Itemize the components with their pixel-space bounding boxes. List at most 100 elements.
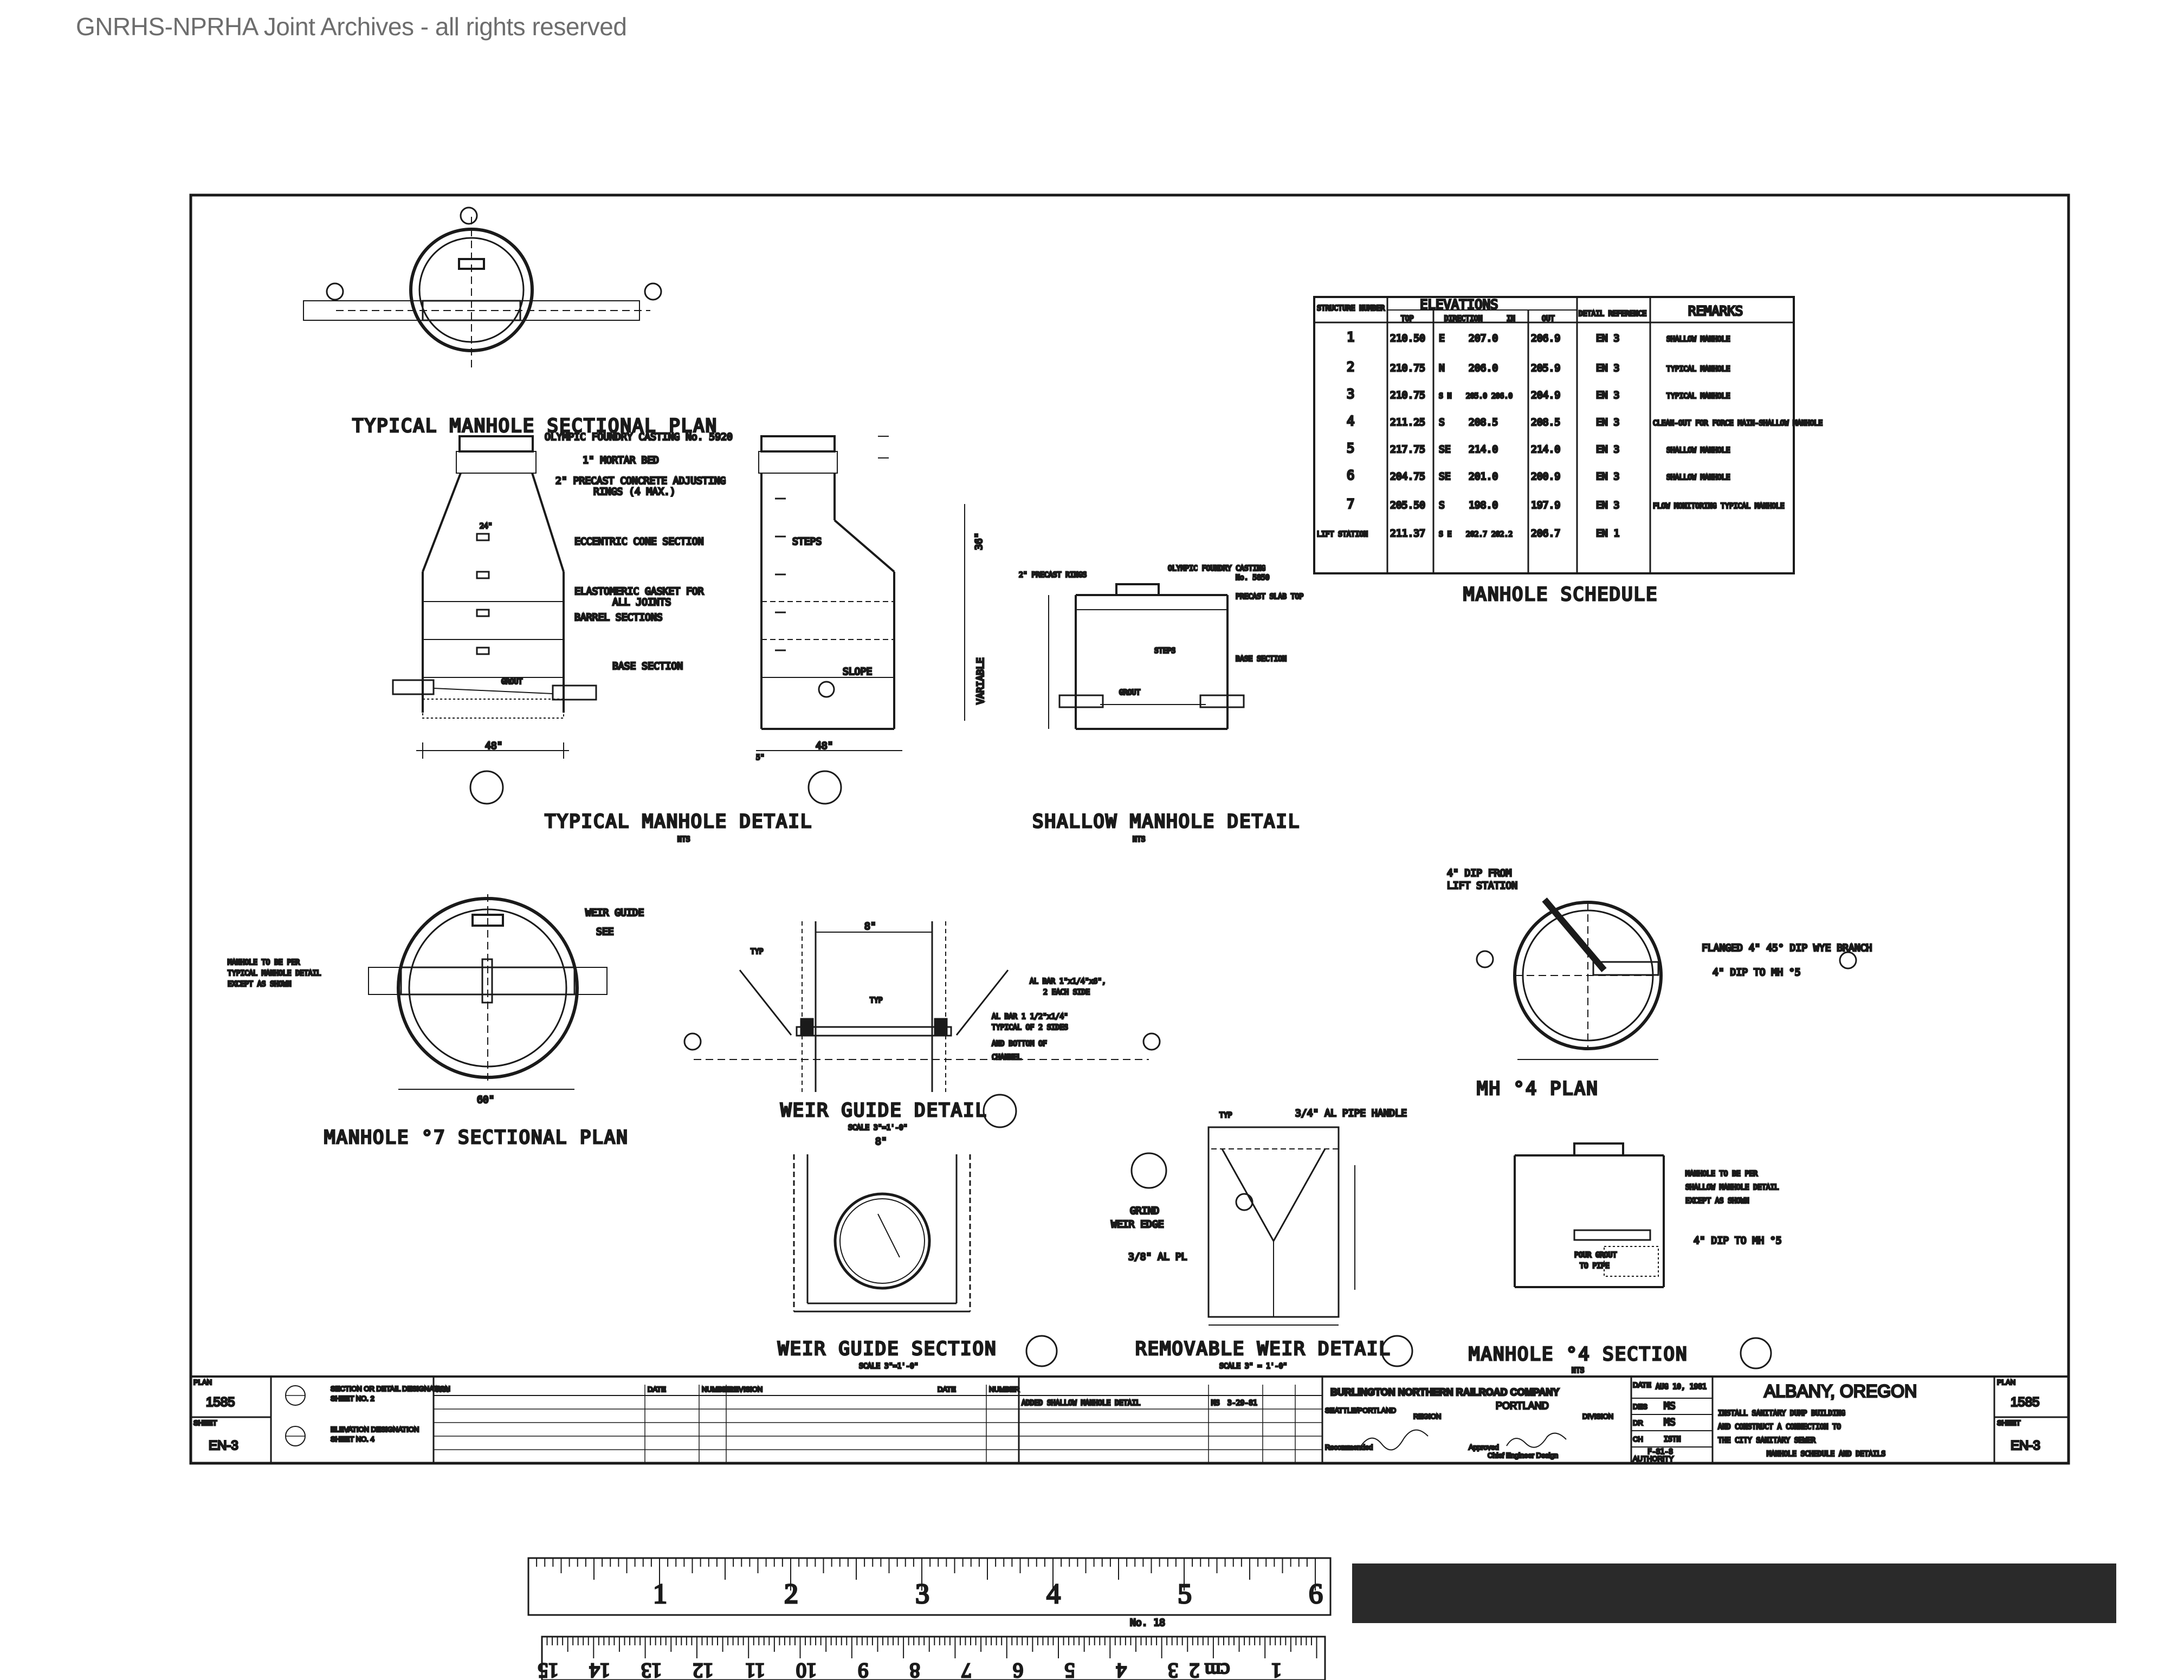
callout-flanged: FLANGED 4" 45° DIP WYE BRANCH xyxy=(1702,942,1872,954)
svg-text:CLEAN-OUT FOR FORCE MAIN-SHALL: CLEAN-OUT FOR FORCE MAIN-SHALLOW MANHOLE xyxy=(1653,419,1823,428)
schedule-col-top: TOP xyxy=(1401,315,1414,323)
des-label: DES xyxy=(1633,1403,1647,1411)
svg-text:S N: S N xyxy=(1439,392,1451,400)
mh4-plan-view xyxy=(1476,897,1857,1060)
svg-text:210.75: 210.75 xyxy=(1390,363,1425,374)
svg-text:217.75: 217.75 xyxy=(1390,444,1425,455)
mh4-plan-title: MH °4 PLAN xyxy=(1477,1078,1599,1100)
callout-al-pl: 3/8" AL PL xyxy=(1128,1251,1187,1263)
svg-text:200.9: 200.9 xyxy=(1531,471,1560,482)
authority-label: AUTHORITY xyxy=(1633,1455,1673,1463)
callout-casting: OLYMPIC FOUNDRY CASTING No. 5920 xyxy=(545,431,733,443)
rev-header-number-2: NUMBER xyxy=(989,1385,1019,1393)
description-3: THE CITY SANITARY SEWER xyxy=(1718,1437,1815,1445)
callout-al-bar-2b: TYPICAL OF 2 SIDES xyxy=(992,1024,1068,1032)
callout-grout: GROUT xyxy=(501,678,522,686)
ruler-inch-label: 3 xyxy=(915,1579,929,1610)
callout-al-bar-1b: 2 EACH SIDE xyxy=(1043,988,1090,997)
dim-5: 5" xyxy=(756,754,765,762)
ch-label: CH xyxy=(1633,1435,1643,1443)
svg-text:S: S xyxy=(1439,500,1445,511)
variable-label: VARIABLE xyxy=(975,657,986,705)
svg-text:EN 3: EN 3 xyxy=(1596,333,1619,344)
weir-guide-section-scale: SCALE 3"=1'-0" xyxy=(859,1362,919,1371)
weir-guide-detail-scale: SCALE 3"=1'-0" xyxy=(848,1124,908,1132)
dim-48-a: 48" xyxy=(485,740,503,752)
callout-al-bar-2d: CHANNEL xyxy=(992,1054,1022,1062)
weir-guide-detail xyxy=(683,921,1161,1128)
svg-text:FLOW MONITORING TYPICAL MANHOL: FLOW MONITORING TYPICAL MANHOLE xyxy=(1653,502,1785,511)
svg-text:EN 3: EN 3 xyxy=(1596,500,1619,511)
legend-1: SECTION OR DETAIL DESIGNATION xyxy=(331,1385,450,1393)
callout-precast-rings: 2" PRECAST CONCRETE ADJUSTING xyxy=(555,475,726,487)
schedule-col-remarks: REMARKS xyxy=(1688,303,1743,319)
typical-detail-section-1 xyxy=(392,435,597,805)
svg-text:S E: S E xyxy=(1439,531,1451,539)
rev-header-no: NO. xyxy=(436,1385,449,1393)
svg-text:1: 1 xyxy=(1347,329,1354,345)
callout-al-bar-2c: AND BOTTOM OF xyxy=(992,1040,1047,1048)
svg-text:S: S xyxy=(1439,417,1445,428)
svg-text:204.9: 204.9 xyxy=(1531,390,1560,401)
rev-header-revision: REVISION xyxy=(729,1385,763,1393)
dim-36: 36" xyxy=(973,532,985,550)
svg-text:EN 1: EN 1 xyxy=(1596,528,1619,539)
svg-text:214.0: 214.0 xyxy=(1469,444,1498,455)
typical-detail-section-2 xyxy=(756,435,965,805)
weir-guide-section xyxy=(793,1154,1058,1367)
dim-8-b: 8" xyxy=(875,1136,887,1147)
ruler-cm-label: 9 xyxy=(858,1659,868,1680)
weir-guide-detail-title: WEIR GUIDE DETAIL xyxy=(780,1100,987,1121)
svg-text:LIFT STATION: LIFT STATION xyxy=(1317,531,1368,539)
mh4-note-3: EXCEPT AS SHOWN xyxy=(1685,1197,1749,1205)
weir-guide-section-title: WEIR GUIDE SECTION xyxy=(778,1338,997,1360)
revision-date: 3-29-81 xyxy=(1227,1399,1257,1407)
svg-text:205.9: 205.9 xyxy=(1531,363,1560,374)
callout-eccentric: ECCENTRIC CONE SECTION xyxy=(574,536,703,547)
svg-text:204.75: 204.75 xyxy=(1390,471,1425,482)
authority-value: F-81-8 xyxy=(1647,1448,1673,1456)
recommended-label: Recommended xyxy=(1325,1443,1373,1451)
callout-weir-guide: WEIR GUIDE xyxy=(585,907,644,919)
callout-slope: SLOPE xyxy=(843,666,872,677)
svg-text:EN 3: EN 3 xyxy=(1596,417,1619,428)
svg-text:207.0: 207.0 xyxy=(1469,333,1498,344)
svg-text:SHALLOW MANHOLE: SHALLOW MANHOLE xyxy=(1666,335,1730,344)
svg-text:205.50: 205.50 xyxy=(1390,500,1425,511)
callout-to-pipe: TO PIPE xyxy=(1580,1262,1610,1270)
mh4-note-1: MANHOLE TO BE PER xyxy=(1685,1170,1757,1178)
mh7-note-2: TYPICAL MANHOLE DETAIL xyxy=(228,970,321,978)
region-city: SEATTLE/PORTLAND xyxy=(1325,1406,1396,1414)
callout-pour-grout: POUR GROUT xyxy=(1574,1251,1617,1259)
svg-text:SE: SE xyxy=(1439,471,1451,482)
plan-number: 1585 xyxy=(206,1395,235,1410)
callout-sh-precast-rings: 2" PRECAST RINGS xyxy=(1019,571,1087,579)
svg-text:EN 3: EN 3 xyxy=(1596,363,1619,374)
ruler-cm-label: 12 xyxy=(693,1659,713,1680)
callout-weir-edge: WEIR EDGE xyxy=(1111,1219,1164,1230)
approved-label: Approved xyxy=(1469,1443,1499,1451)
date-label: DATE xyxy=(1633,1381,1651,1389)
mh7-note-3: EXCEPT AS SHOWN xyxy=(228,980,291,988)
svg-text:5: 5 xyxy=(1347,441,1354,456)
callout-base: BASE SECTION xyxy=(612,661,683,672)
ruler-inch-label: 5 xyxy=(1178,1579,1192,1610)
svg-text:7: 7 xyxy=(1347,496,1354,512)
ruler-cm-label: 11 xyxy=(745,1659,765,1680)
svg-text:197.9: 197.9 xyxy=(1531,500,1560,511)
callout-pipe-handle: 3/4" AL PIPE HANDLE xyxy=(1295,1108,1407,1119)
callout-barrel: BARREL SECTIONS xyxy=(574,612,663,623)
shallow-detail-nts: NTS xyxy=(1133,836,1145,844)
ruler xyxy=(527,1557,2116,1680)
mh4-section-view xyxy=(1514,1142,1772,1369)
rev-header-date-2: DATE xyxy=(938,1385,956,1393)
schedule-col-in: IN xyxy=(1507,315,1515,323)
svg-text:3: 3 xyxy=(1347,386,1354,402)
sheet-number: EN-3 xyxy=(209,1438,238,1453)
